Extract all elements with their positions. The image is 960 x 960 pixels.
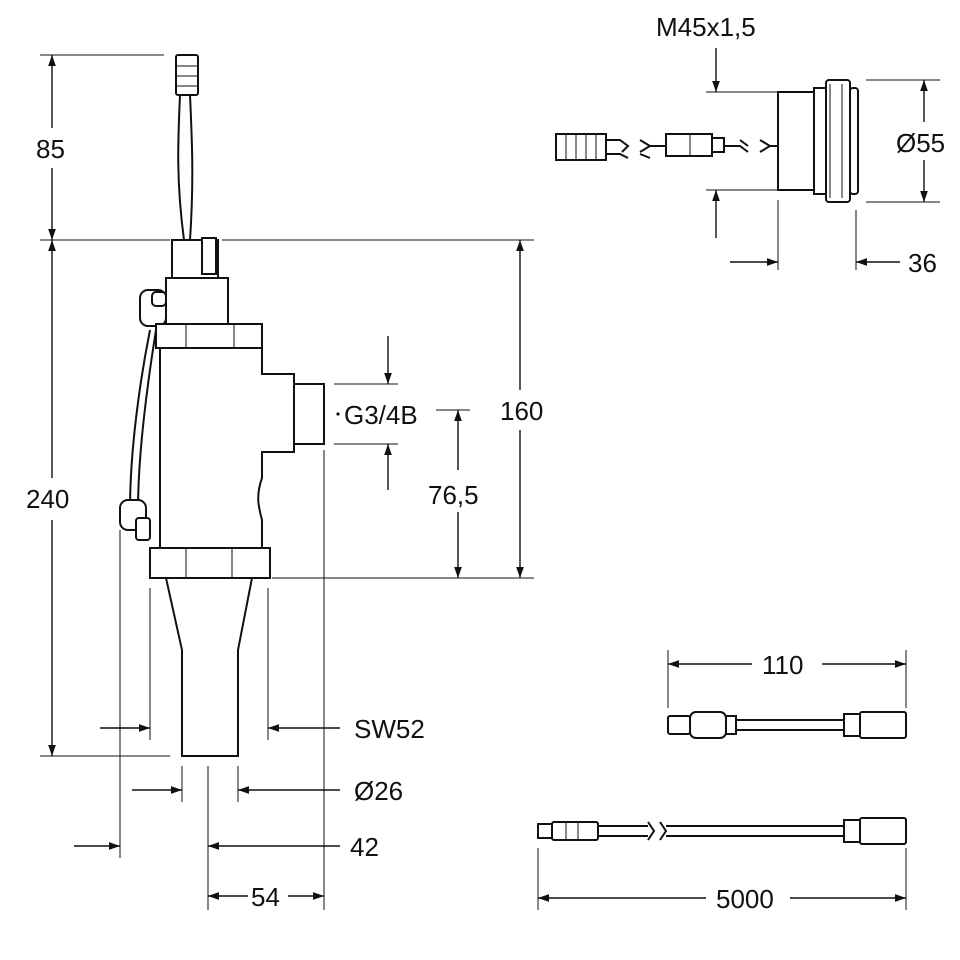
outlet-pipe <box>164 577 254 757</box>
dimension-labels: 85 240 160 76,5 G3/4B SW52 Ø26 42 54 M45… <box>26 12 945 914</box>
connector-block <box>201 237 217 275</box>
label-g3-4b: G3/4B <box>344 400 418 430</box>
sensor-button-assembly <box>555 48 940 270</box>
button-plug <box>555 133 607 161</box>
lower-union-nut <box>149 547 271 579</box>
label-85: 85 <box>36 134 65 164</box>
button-connector <box>665 133 713 157</box>
short-cable <box>667 711 907 739</box>
label-54: 54 <box>251 882 280 912</box>
dimension-lines-main <box>40 54 534 910</box>
label-sw52: SW52 <box>354 714 425 744</box>
label-42: 42 <box>350 832 379 862</box>
flush-valve-body <box>119 54 325 757</box>
label-m45x1-5: M45x1,5 <box>656 12 756 42</box>
extension-cables <box>537 650 907 910</box>
label-d55: Ø55 <box>896 128 945 158</box>
button-face <box>849 87 859 195</box>
solenoid-housing <box>165 277 229 325</box>
cable-plug-top <box>175 54 199 96</box>
label-240: 240 <box>26 484 69 514</box>
label-36: 36 <box>908 248 937 278</box>
inlet-spigot <box>293 383 325 445</box>
side-cable <box>129 329 157 511</box>
label-76-5: 76,5 <box>428 480 479 510</box>
sensor-cable <box>177 94 194 241</box>
button-housing <box>777 91 815 191</box>
label-5000: 5000 <box>716 884 774 914</box>
long-cable <box>537 817 907 845</box>
label-d26: Ø26 <box>354 776 403 806</box>
valve-main-body <box>159 347 295 549</box>
label-160: 160 <box>500 396 543 426</box>
upper-union-nut <box>155 323 263 349</box>
label-110: 110 <box>762 650 803 680</box>
